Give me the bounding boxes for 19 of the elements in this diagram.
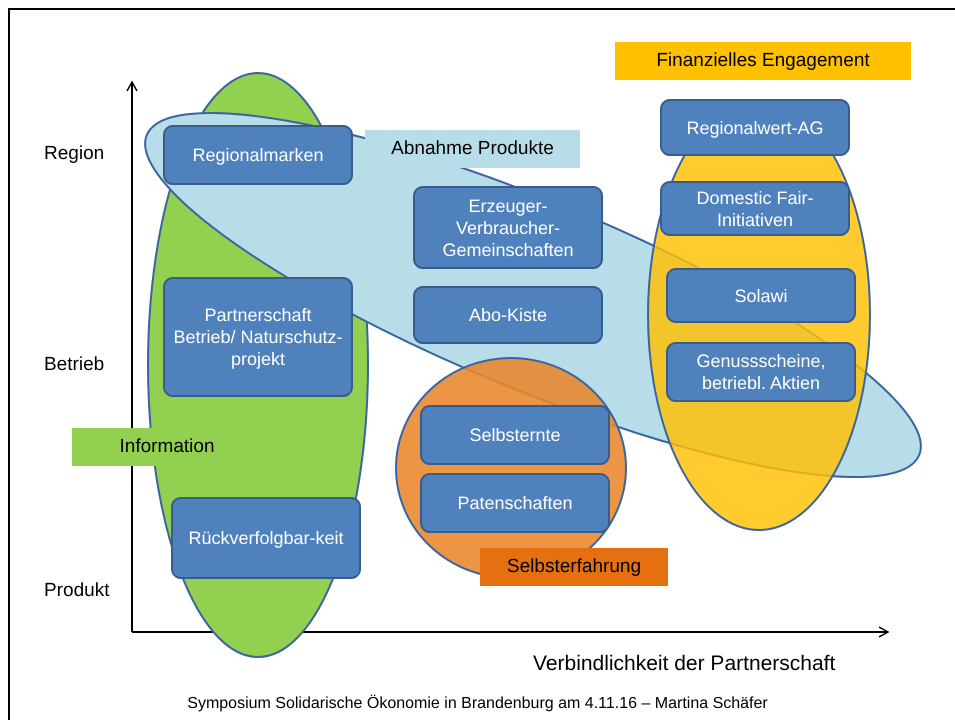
process-box: Selbsternte xyxy=(420,405,610,465)
axis-title: Verbindlichkeit der Partnerschaft xyxy=(533,652,836,676)
axis-label: Region xyxy=(44,143,104,165)
group-label: Selbsterfahrung xyxy=(480,548,668,586)
process-box: Erzeuger-Verbraucher-Gemeinschaften xyxy=(413,186,603,269)
process-box: Regionalmarken xyxy=(163,125,353,185)
process-box: Patenschaften xyxy=(420,473,610,533)
axis-label: Produkt xyxy=(44,580,110,602)
process-box: Solawi xyxy=(666,268,856,323)
process-box: Domestic Fair-Initiativen xyxy=(660,181,850,236)
process-box: Rückverfolgbar-keit xyxy=(171,497,361,579)
axis-label: Betrieb xyxy=(44,354,104,376)
process-box: Genussscheine, betriebl. Aktien xyxy=(666,342,856,402)
process-box: Abo-Kiste xyxy=(413,286,603,344)
group-label: Abnahme Produkte xyxy=(365,130,580,168)
group-label: Finanzielles Engagement xyxy=(615,42,911,80)
process-box: Partnerschaft Betrieb/ Naturschutz-projekt xyxy=(163,277,353,397)
process-box: Regionalwert-AG xyxy=(660,99,850,156)
caption: Symposium Solidarische Ökonomie in Brandenburg am 4.11.16 – Martina Schäfer xyxy=(186,695,769,713)
